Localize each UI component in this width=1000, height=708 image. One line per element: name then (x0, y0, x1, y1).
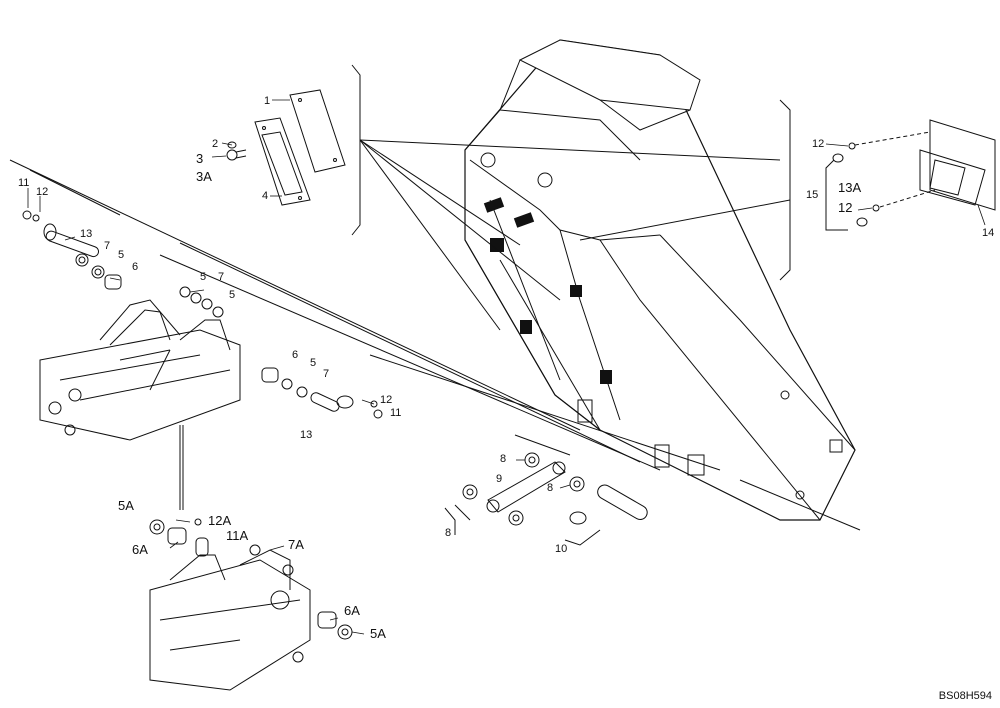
callout-3: 3 (196, 151, 204, 166)
callout-11-upper: 11 (18, 177, 30, 189)
right-wear-pad-inset (779, 99, 996, 281)
callout-6A-lower: 6A (344, 603, 360, 618)
callout-8-c: 8 (445, 527, 452, 539)
callout-15: 15 (806, 189, 819, 201)
callout-5-middle: 5 (310, 357, 317, 369)
callout-13A: 13A (838, 180, 862, 195)
callout-6A-upper: 6A (132, 542, 148, 557)
lower-frame-inset (149, 518, 353, 691)
callout-14: 14 (982, 227, 995, 239)
leader-lines (27, 99, 986, 635)
callout-3A: 3A (196, 169, 212, 184)
callout-11-middle: 11 (390, 407, 402, 419)
left-frame (39, 299, 241, 510)
callout-10: 10 (555, 543, 568, 555)
callout-7-middle: 7 (323, 368, 330, 380)
middle-pin-group (261, 367, 383, 419)
callout-7-upper: 7 (104, 240, 111, 252)
boom-rails (9, 159, 861, 531)
housing-assembly (464, 39, 856, 521)
callout-11A: 11A (226, 528, 249, 543)
callout-8-a: 8 (500, 453, 507, 465)
callout-12-upper: 12 (36, 186, 49, 198)
callout-5-b: 5 (200, 271, 207, 283)
callout-brackets (351, 64, 848, 546)
callout-6-upper: 6 (132, 261, 139, 273)
callout-13-upper: 13 (80, 228, 93, 240)
callout-8-b: 8 (547, 482, 554, 494)
callout-4: 4 (262, 190, 269, 202)
callout-7-b: 7 (218, 271, 225, 283)
upper-pin-group (22, 210, 224, 318)
callout-12-right-lower: 12 (838, 200, 853, 215)
callout-5-upper: 5 (118, 249, 125, 261)
link-pin-group (454, 434, 648, 526)
callout-9: 9 (496, 473, 503, 485)
callout-2: 2 (212, 138, 219, 150)
callout-5A-lower: 5A (370, 626, 386, 641)
callout-7A: 7A (288, 537, 304, 552)
callout-5-c: 5 (229, 289, 236, 301)
cover-plate-assembly (226, 89, 346, 206)
callout-13-middle: 13 (300, 429, 313, 441)
callout-1: 1 (264, 95, 271, 107)
callout-12-middle: 12 (380, 394, 393, 406)
callout-12-right-upper: 12 (812, 138, 825, 150)
callout-6-middle: 6 (292, 349, 299, 361)
callout-5A-upper: 5A (118, 498, 134, 513)
figure-code: BS08H594 (938, 690, 992, 702)
callout-12A: 12A (208, 513, 232, 528)
